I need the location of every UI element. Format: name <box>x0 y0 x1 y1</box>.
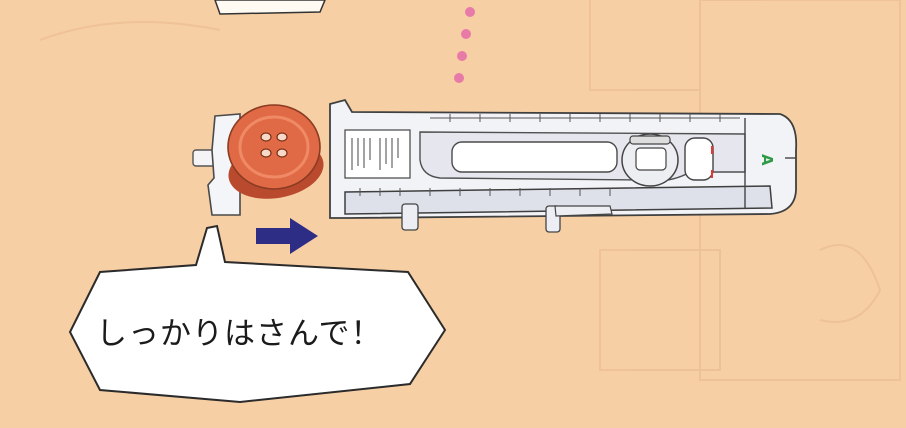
pink-dotted-guide <box>454 7 475 83</box>
foot-instruction-plate <box>344 129 411 179</box>
button-holes <box>260 132 288 158</box>
speech-bubble-text: しっかりはさんで！ <box>96 316 383 352</box>
sewing-button <box>227 104 324 199</box>
buttonhole-presser-foot: A <box>192 98 798 233</box>
foot-slider-bar <box>344 185 773 215</box>
right-arrow-icon <box>256 218 318 254</box>
foot-right-mechanism <box>621 133 714 187</box>
foot-lever-left <box>401 203 419 231</box>
foot-top-ruler <box>430 114 740 122</box>
foot-indicator-letter: A <box>758 154 776 166</box>
speech-bubble <box>68 224 447 404</box>
foot-instruction-lines <box>351 138 399 170</box>
top-label-tab <box>214 0 326 15</box>
foot-bottom-ruler <box>359 188 611 196</box>
foot-window <box>451 141 618 173</box>
